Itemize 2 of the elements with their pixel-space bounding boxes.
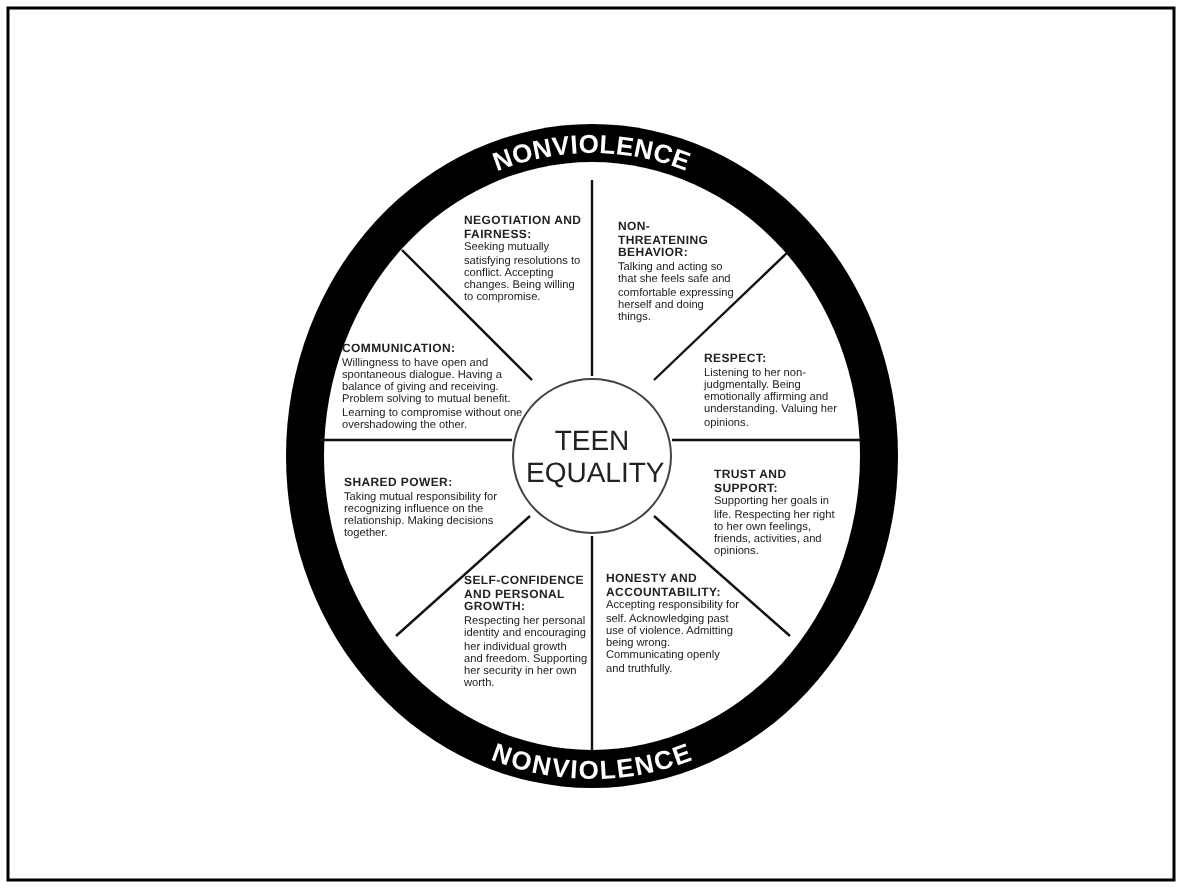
ring-label: NONVIOLENCE <box>488 736 696 785</box>
ring-label: NONVIOLENCE <box>488 127 696 176</box>
